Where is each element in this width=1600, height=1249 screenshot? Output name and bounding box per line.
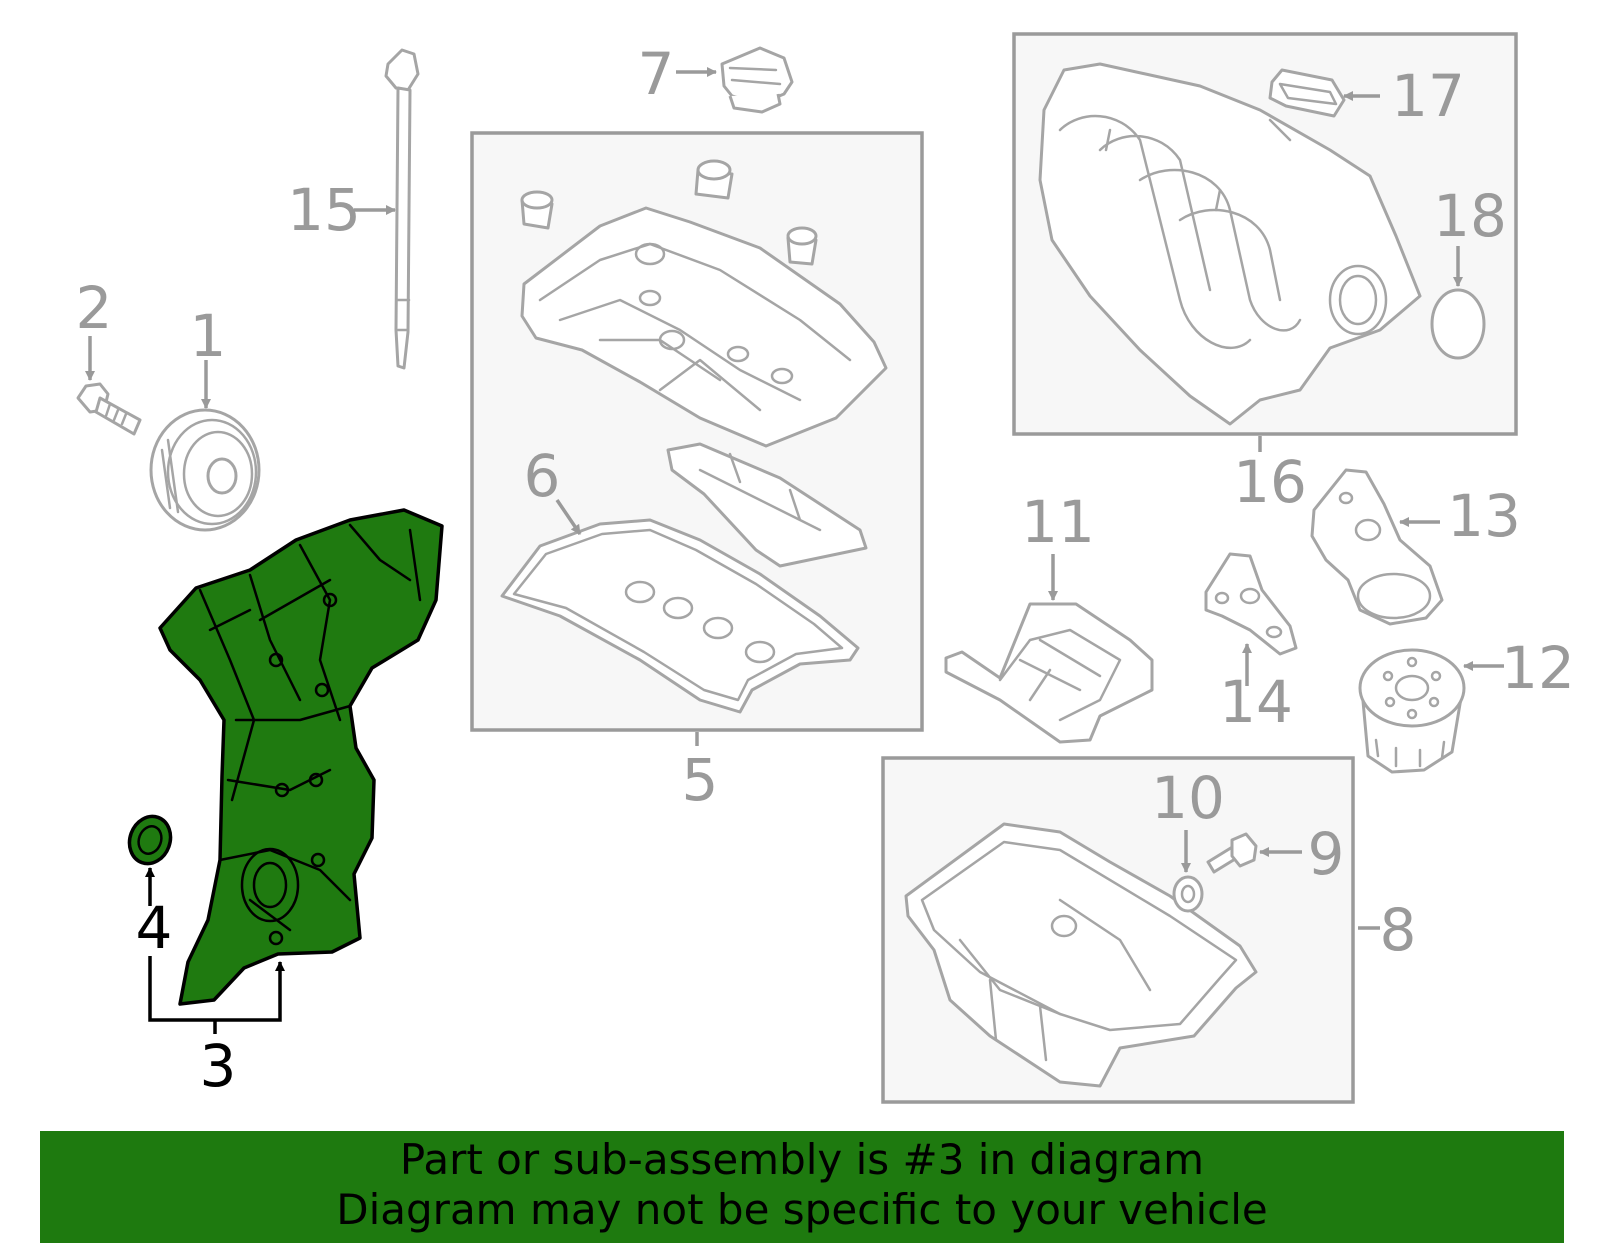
callout-4: 4 <box>136 894 173 962</box>
drain-plug-washer-10[interactable] <box>1172 875 1204 913</box>
banner-line-2: Diagram may not be specific to your vehi… <box>336 1185 1268 1234</box>
dipstick[interactable] <box>384 48 420 370</box>
callout-8: 8 <box>1380 896 1417 964</box>
front-oil-seal[interactable] <box>123 811 177 870</box>
oil-separator-baffle[interactable] <box>666 442 868 568</box>
timing-cover[interactable] <box>158 508 444 1006</box>
valve-cover-gasket[interactable] <box>500 518 860 714</box>
callout-13: 13 <box>1447 482 1521 550</box>
oil-filter-adapter-13[interactable] <box>1310 468 1444 626</box>
valve-cover-grommets[interactable] <box>520 159 818 266</box>
callout-3: 3 <box>200 1032 237 1100</box>
callout-5: 5 <box>682 746 719 814</box>
callout-17: 17 <box>1391 62 1465 130</box>
oil-drain-plug-9[interactable] <box>1206 832 1258 874</box>
oil-filler-cap[interactable] <box>720 46 794 114</box>
callout-10: 10 <box>1151 764 1225 832</box>
banner-line-1: Part or sub-assembly is #3 in diagram <box>399 1135 1205 1184</box>
callout-15: 15 <box>287 176 361 244</box>
callout-18: 18 <box>1433 182 1507 250</box>
throttle-body-o-ring[interactable] <box>1430 288 1486 360</box>
crankshaft-pulley[interactable] <box>149 408 261 532</box>
oil-pan-baffle-11[interactable] <box>944 602 1154 744</box>
callout-1: 1 <box>190 302 227 370</box>
callout-6: 6 <box>524 442 561 510</box>
oil-pan[interactable] <box>904 822 1258 1088</box>
info-banner: Part or sub-assembly is #3 in diagram Di… <box>40 1131 1564 1243</box>
callout-9: 9 <box>1308 820 1345 888</box>
valve-cover[interactable] <box>520 206 888 448</box>
intake-manifold[interactable] <box>1038 62 1422 426</box>
callout-16: 16 <box>1233 448 1307 516</box>
callout-11: 11 <box>1021 488 1095 556</box>
callout-2: 2 <box>76 274 113 342</box>
pulley-bolt[interactable] <box>76 382 142 436</box>
callout-14: 14 <box>1219 668 1293 736</box>
callout-7: 7 <box>638 40 675 108</box>
intake-gasket-17[interactable] <box>1268 68 1346 118</box>
oil-pump-gasket-14[interactable] <box>1204 552 1298 656</box>
oil-filter-12[interactable] <box>1358 648 1466 774</box>
callout-12: 12 <box>1501 634 1575 702</box>
